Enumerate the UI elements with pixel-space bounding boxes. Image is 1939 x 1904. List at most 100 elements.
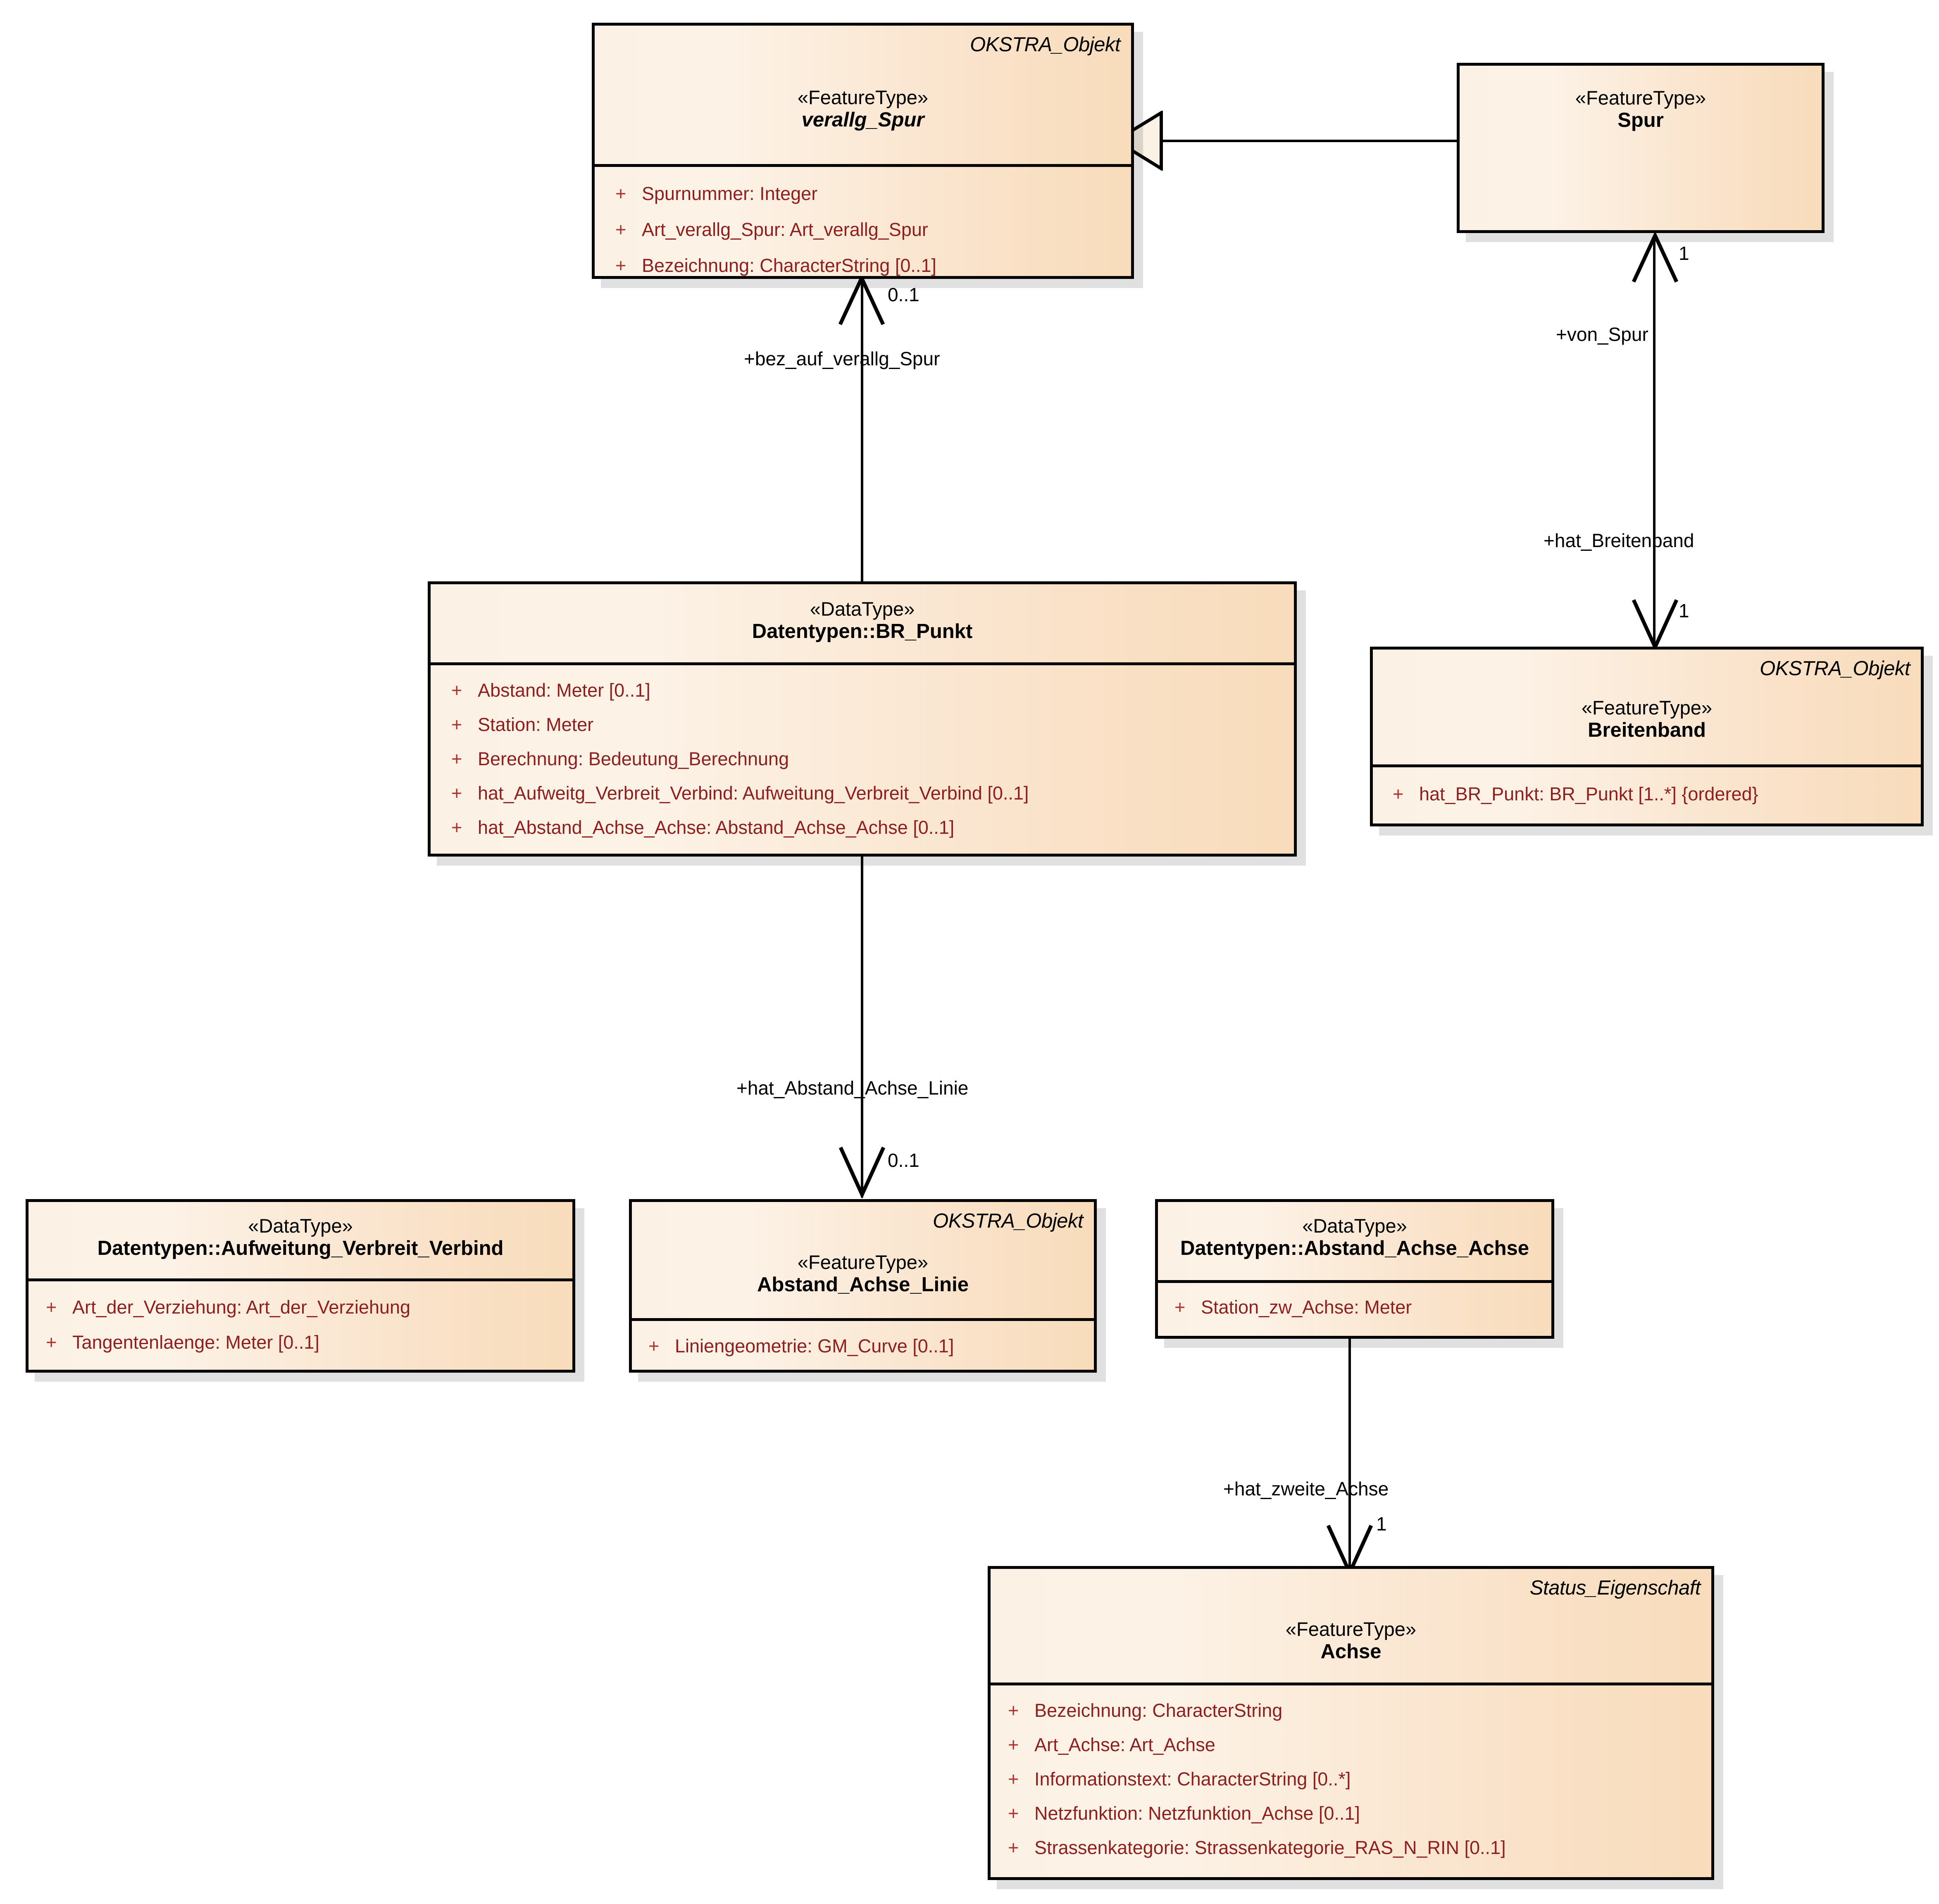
attribute-visibility: + (615, 219, 626, 240)
class-attributes-br-punkt: + Abstand: Meter [0..1] + Station: Meter… (431, 665, 1294, 837)
class-stereotype-abstand-achse-achse: «DataType» (1302, 1215, 1407, 1237)
attribute-visibility: + (1008, 1700, 1019, 1721)
class-name-breitenband: Breitenband (1588, 719, 1706, 741)
class-name-br-punkt: Datentypen::BR_Punkt (752, 620, 973, 643)
class-box-spur[interactable]: «FeatureType» Spur (1457, 63, 1825, 233)
attribute-visibility: + (1174, 1297, 1186, 1318)
attribute-text: Station: Meter (478, 714, 594, 735)
association-line-brpunkt-abstandachselinie (861, 857, 863, 1197)
class-header-abstand-achse-linie: OKSTRA_Objekt «FeatureType» Abstand_Achs… (632, 1202, 1094, 1321)
attribute-text: Bezeichnung: CharacterString [0..1] (642, 255, 936, 276)
class-stereotype-aufweitung: «DataType» (248, 1215, 353, 1237)
class-name-abstand-achse-achse: Datentypen::Abstand_Achse_Achse (1180, 1237, 1529, 1259)
attribute-visibility: + (451, 783, 462, 804)
attribute-row: + Informationstext: CharacterString [0..… (1008, 1770, 1711, 1788)
attribute-text: hat_BR_Punkt: BR_Punkt [1..*] {ordered} (1419, 783, 1758, 804)
attribute-row: + Liniengeometrie: GM_Curve [0..1] (648, 1337, 1094, 1355)
tagged-value-okstra-objekt-abstand-achse-linie: OKSTRA_Objekt (933, 1210, 1083, 1232)
class-box-aufweitung-verbreit-verbind[interactable]: «DataType» Datentypen::Aufweitung_Verbre… (26, 1199, 575, 1373)
association-line-breitenband-spur (1653, 236, 1656, 649)
class-header-abstand-achse-achse: «DataType» Datentypen::Abstand_Achse_Ach… (1158, 1202, 1551, 1283)
attribute-visibility: + (615, 183, 626, 204)
class-box-achse[interactable]: Status_Eigenschaft «FeatureType» Achse +… (988, 1566, 1714, 1880)
class-stereotype-spur: «FeatureType» (1575, 87, 1706, 109)
attribute-text: Strassenkategorie: Strassenkategorie_RAS… (1034, 1837, 1506, 1858)
attribute-visibility: + (451, 748, 462, 769)
attribute-text: Art_Achse: Art_Achse (1034, 1734, 1215, 1755)
attribute-visibility: + (451, 817, 462, 838)
attribute-text: hat_Abstand_Achse_Achse: Abstand_Achse_A… (478, 817, 955, 838)
class-header-aufweitung: «DataType» Datentypen::Aufweitung_Verbre… (29, 1202, 572, 1281)
association-line-brpunkt-verallgspur (861, 279, 863, 583)
class-name-aufweitung: Datentypen::Aufweitung_Verbreit_Verbind (97, 1237, 504, 1259)
attribute-row: + Bezeichnung: CharacterString (1008, 1701, 1711, 1720)
attribute-row: + hat_Aufweitg_Verbreit_Verbind: Aufweit… (451, 784, 1294, 802)
class-box-abstand-achse-achse[interactable]: «DataType» Datentypen::Abstand_Achse_Ach… (1155, 1199, 1554, 1339)
attribute-row: + Bezeichnung: CharacterString [0..1] (615, 256, 1131, 275)
attribute-row: + Art_verallg_Spur: Art_verallg_Spur (615, 220, 1131, 239)
class-stereotype-breitenband: «FeatureType» (1581, 697, 1713, 719)
generalization-triangle-icon (1114, 111, 1163, 171)
class-box-br-punkt[interactable]: «DataType» Datentypen::BR_Punkt + Abstan… (428, 581, 1297, 857)
role-label-hat-abstand-achse-linie: +hat_Abstand_Achse_Linie (736, 1077, 969, 1099)
class-attributes-verallg-spur: + Spurnummer: Integer + Art_verallg_Spur… (595, 167, 1131, 275)
multiplicity-brpunkt-verallgspur: 0..1 (888, 284, 919, 305)
attribute-row: + hat_BR_Punkt: BR_Punkt [1..*] {ordered… (1393, 785, 1921, 803)
class-header-br-punkt: «DataType» Datentypen::BR_Punkt (431, 584, 1294, 665)
attribute-row: + Spurnummer: Integer (615, 184, 1131, 203)
multiplicity-von-spur: 1 (1679, 243, 1689, 264)
attribute-visibility: + (615, 255, 626, 276)
attribute-text: Station_zw_Achse: Meter (1201, 1297, 1412, 1318)
open-arrow-up-icon-von-spur (1632, 232, 1679, 283)
class-stereotype-abstand-achse-linie: «FeatureType» (797, 1251, 929, 1273)
class-box-verallg-spur[interactable]: OKSTRA_Objekt «FeatureType» verallg_Spur… (592, 23, 1134, 279)
attribute-text: Art_der_Verziehung: Art_der_Verziehung (72, 1297, 411, 1318)
open-arrow-down-icon-abstand-achse-linie (838, 1147, 886, 1198)
class-header-achse: Status_Eigenschaft «FeatureType» Achse (991, 1569, 1711, 1685)
tagged-value-okstra-objekt-breitenband: OKSTRA_Objekt (1760, 657, 1910, 680)
multiplicity-hat-breitenband: 1 (1679, 600, 1689, 621)
class-attributes-aufweitung: + Art_der_Verziehung: Art_der_Verziehung… (29, 1281, 572, 1352)
class-name-abstand-achse-linie: Abstand_Achse_Linie (757, 1273, 969, 1296)
attribute-text: Spurnummer: Integer (642, 183, 818, 204)
attribute-row: + Tangentenlaenge: Meter [0..1] (46, 1333, 572, 1352)
class-name-spur: Spur (1617, 109, 1664, 131)
attribute-text: Art_verallg_Spur: Art_verallg_Spur (642, 219, 928, 240)
attribute-visibility: + (1008, 1734, 1019, 1755)
role-label-hat-breitenband: +hat_Breitenband (1544, 530, 1694, 551)
attribute-text: hat_Aufweitg_Verbreit_Verbind: Aufweitun… (478, 783, 1029, 804)
class-name-achse: Achse (1320, 1640, 1382, 1663)
attribute-text: Liniengeometrie: GM_Curve [0..1] (675, 1335, 954, 1357)
attribute-row: + Station_zw_Achse: Meter (1174, 1298, 1551, 1316)
class-stereotype-br-punkt: «DataType» (810, 598, 915, 620)
class-header-breitenband: OKSTRA_Objekt «FeatureType» Breitenband (1373, 650, 1921, 767)
open-arrow-up-icon (838, 275, 885, 325)
attribute-row: + Art_der_Verziehung: Art_der_Verziehung (46, 1298, 572, 1316)
attribute-row: + Station: Meter (451, 715, 1294, 734)
class-name-verallg-spur: verallg_Spur (801, 108, 924, 131)
attribute-visibility: + (451, 680, 462, 701)
attribute-visibility: + (451, 714, 462, 735)
attribute-text: Informationstext: CharacterString [0..*] (1034, 1768, 1351, 1790)
generalization-line-spur-verallg-spur (1157, 140, 1458, 142)
attribute-text: Abstand: Meter [0..1] (478, 680, 650, 701)
attribute-row: + hat_Abstand_Achse_Achse: Abstand_Achse… (451, 818, 1294, 837)
class-box-abstand-achse-linie[interactable]: OKSTRA_Objekt «FeatureType» Abstand_Achs… (629, 1199, 1097, 1373)
class-attributes-breitenband: + hat_BR_Punkt: BR_Punkt [1..*] {ordered… (1373, 767, 1921, 803)
class-stereotype-verallg-spur: «FeatureType» (797, 86, 929, 108)
class-box-breitenband[interactable]: OKSTRA_Objekt «FeatureType» Breitenband … (1370, 647, 1924, 826)
open-arrow-down-icon-hat-breitenband (1632, 599, 1679, 651)
class-stereotype-achse: «FeatureType» (1285, 1618, 1417, 1640)
attribute-visibility: + (1008, 1803, 1019, 1824)
attribute-text: Tangentenlaenge: Meter [0..1] (72, 1332, 319, 1353)
association-line-abstandachseachse-achse (1348, 1339, 1351, 1578)
attribute-row: + Netzfunktion: Netzfunktion_Achse [0..1… (1008, 1804, 1711, 1823)
attribute-visibility: + (1393, 783, 1404, 804)
class-attributes-achse: + Bezeichnung: CharacterString + Art_Ach… (991, 1685, 1711, 1857)
class-attributes-abstand-achse-linie: + Liniengeometrie: GM_Curve [0..1] (632, 1321, 1094, 1355)
multiplicity-hat-abstand-achse-linie: 0..1 (888, 1150, 919, 1171)
attribute-row: + Abstand: Meter [0..1] (451, 681, 1294, 700)
class-header-verallg-spur: OKSTRA_Objekt «FeatureType» verallg_Spur (595, 26, 1131, 167)
attribute-visibility: + (648, 1335, 660, 1357)
